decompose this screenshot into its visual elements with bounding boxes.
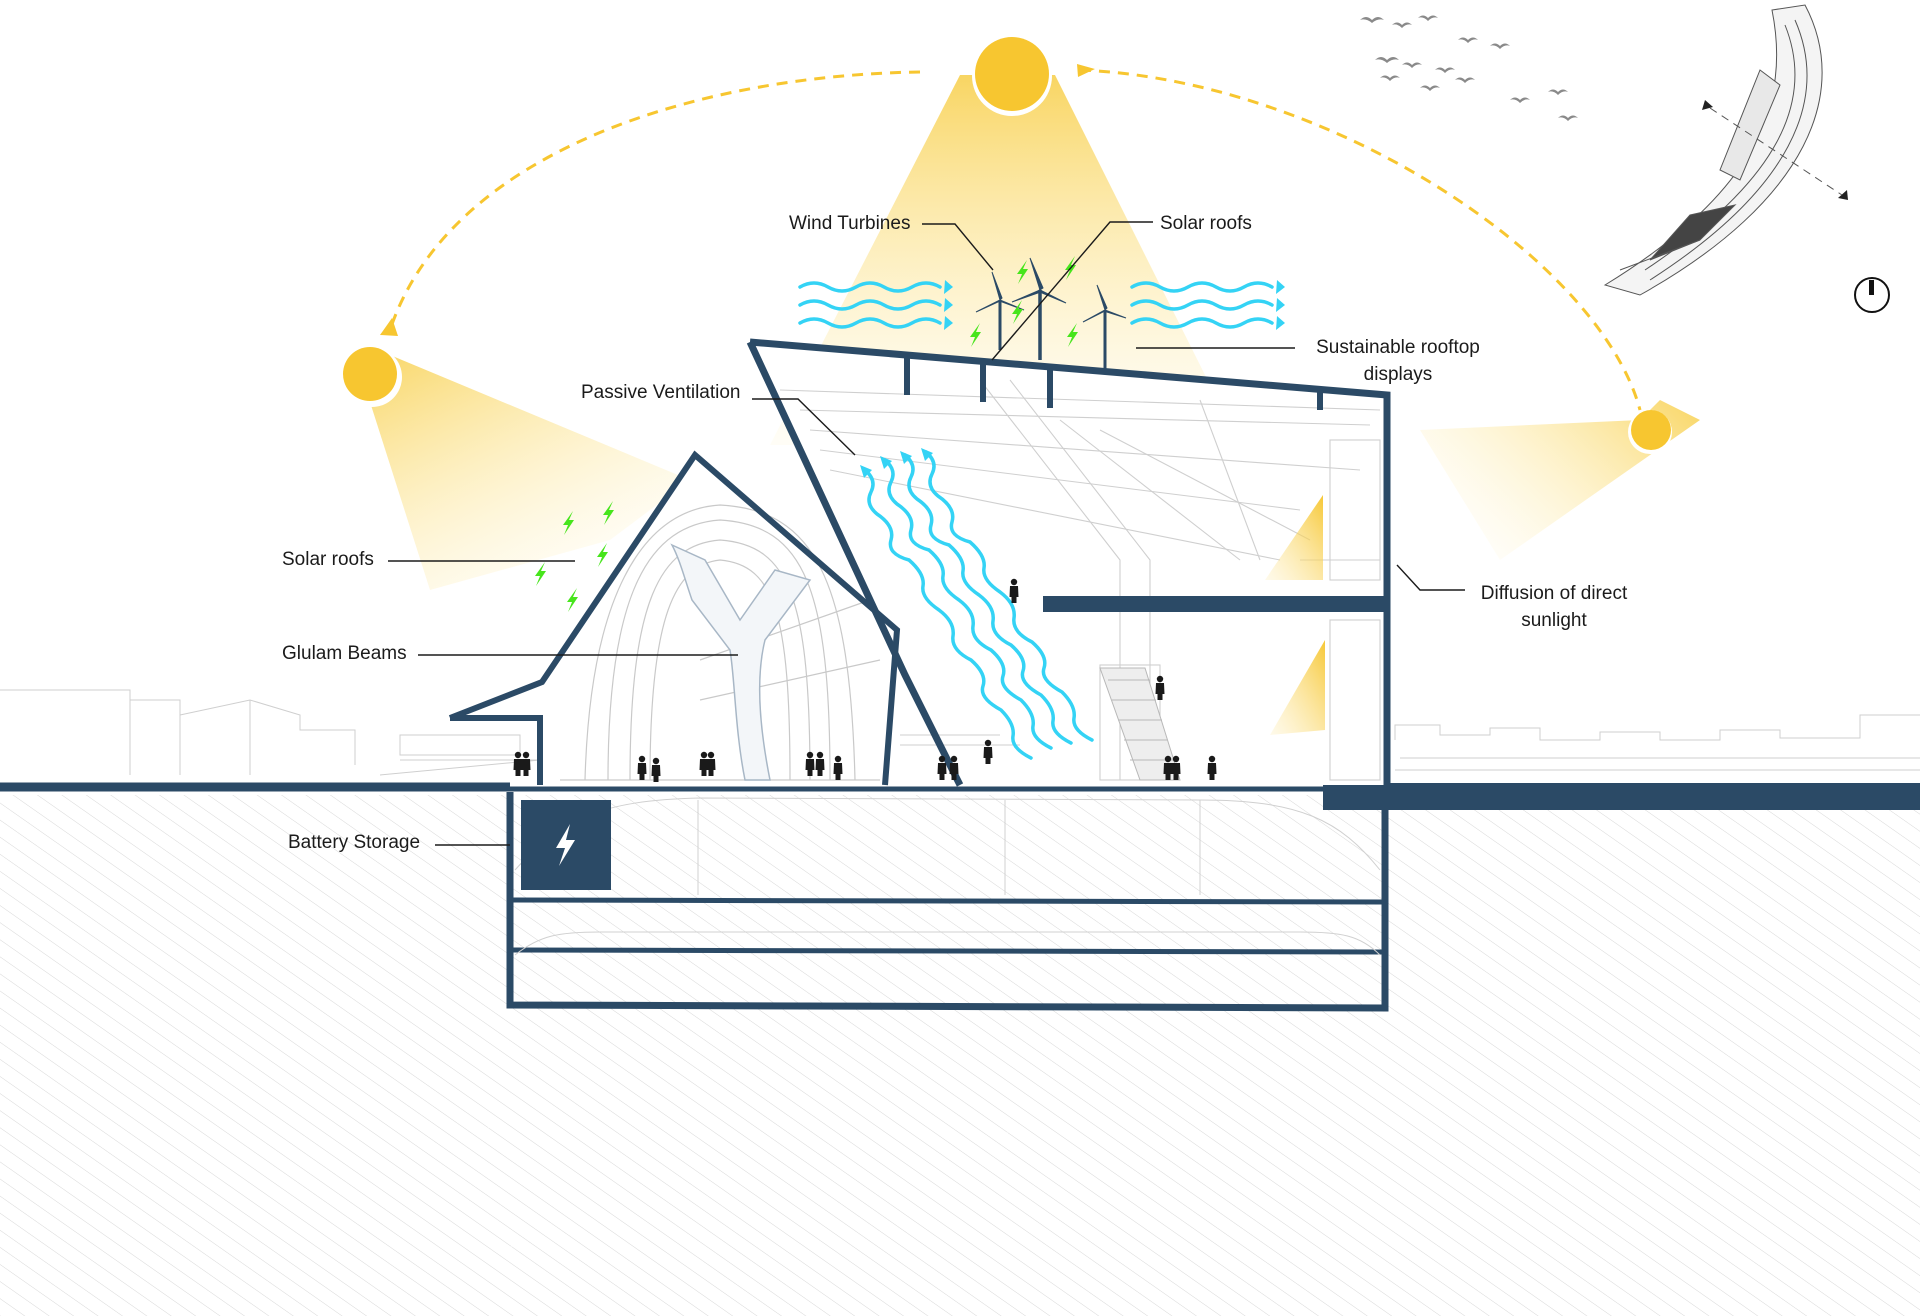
mezzanine-slab [1043,596,1387,612]
building-structure [448,338,1391,1012]
sun-left-icon [342,347,402,407]
wind-flow-right [1130,280,1285,330]
north-arrow-icon [1854,277,1890,313]
sun-path-left [388,70,921,331]
glulam-pavilion [455,455,895,786]
main-hall-interior [752,345,1385,785]
battery-lightning-bolt-icon [556,824,575,866]
sun-right-icon [1628,410,1672,454]
sun-path-left-arrowhead [380,318,398,336]
sun-path-right [1079,68,1642,411]
escalator [1099,667,1181,781]
site-plan-map [1603,4,1848,296]
glulam-y-beam [670,543,812,781]
sun-top-icon [972,36,1052,116]
birds [1360,15,1578,121]
light-diffusion-upper [1265,495,1323,580]
context-buildings-left [0,689,541,776]
battery-storage [521,800,611,890]
sun-path-right-arrowhead [1077,64,1095,77]
passive-ventilation-arrowheads [860,448,933,478]
light-diffusion-lower [1270,640,1325,735]
wind-turbines-icon [975,257,1127,370]
wind-flow-left [798,280,953,330]
passive-ventilation-waves [863,450,1094,760]
ground-slab-right [1323,783,1920,810]
sun-beam-left [355,355,690,590]
context-buildings-right [1394,714,1920,771]
leader-lines [388,221,1465,846]
ground-hatch [0,795,1920,1316]
